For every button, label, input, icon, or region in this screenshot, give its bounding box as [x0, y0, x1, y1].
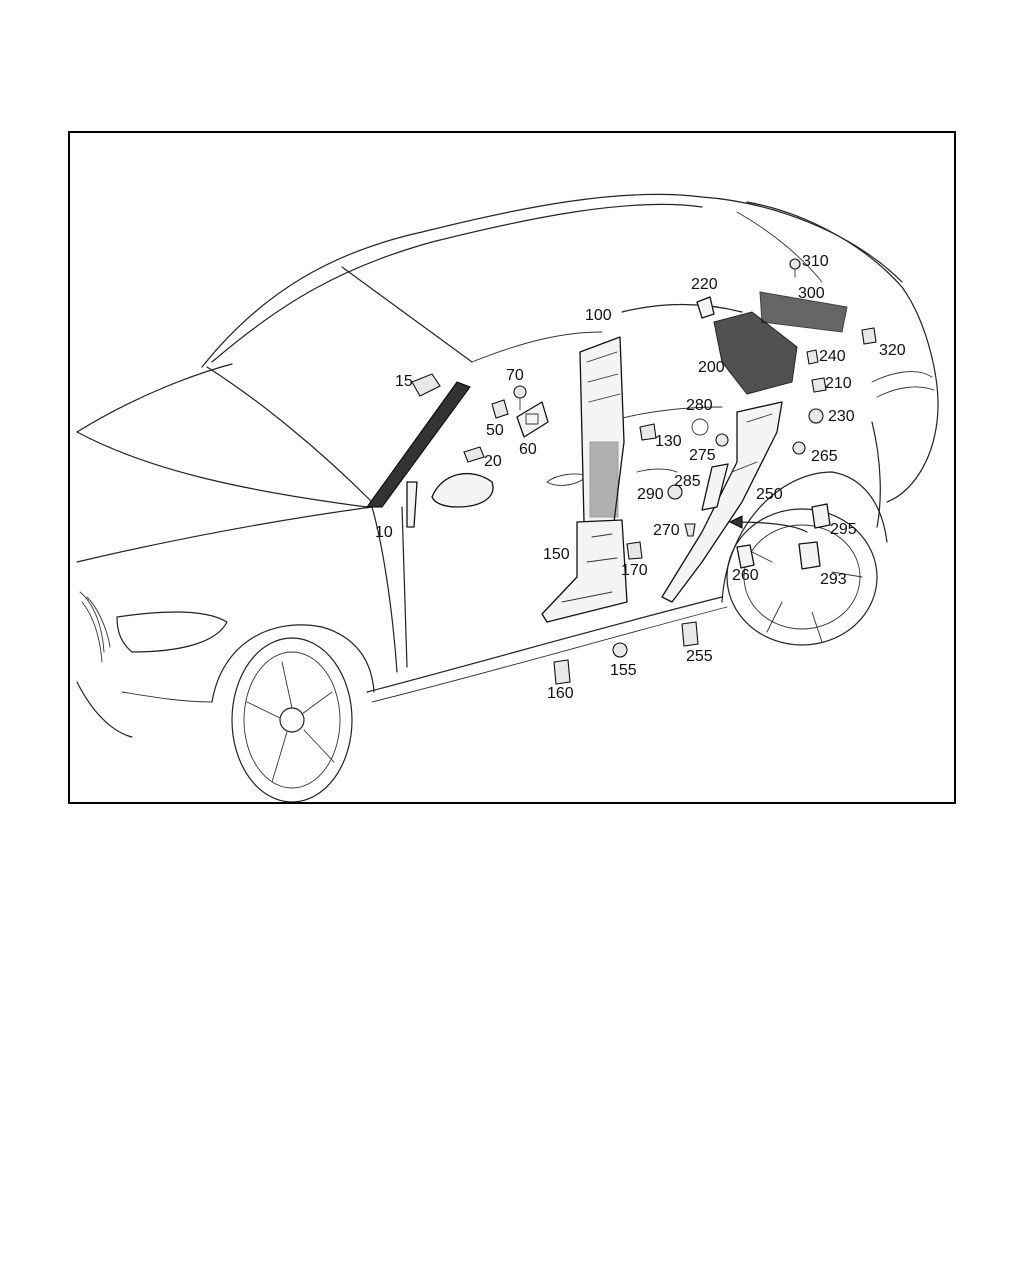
part-160: [553, 659, 571, 685]
callout-200: 200: [698, 359, 725, 376]
callout-275: 275: [689, 447, 716, 464]
parts-diagram: 10 15 20 50 60 70 100 130 150 155 160 17…: [76, 193, 939, 802]
callout-320: 320: [879, 342, 906, 359]
part-230: [808, 408, 824, 424]
callout-labels: 10 15 20 50 60 70 100 130 150 155 160 17…: [375, 253, 906, 702]
part-293: [798, 541, 821, 570]
callout-265: 265: [811, 448, 838, 465]
part-300: [759, 291, 848, 333]
callout-160: 160: [547, 685, 574, 702]
callout-15: 15: [395, 373, 413, 390]
part-275: [715, 433, 729, 447]
callout-230: 230: [828, 408, 855, 425]
part-10: [366, 381, 471, 528]
part-220: [696, 296, 715, 319]
callout-293: 293: [820, 571, 847, 588]
callout-10: 10: [375, 524, 393, 541]
callout-240: 240: [819, 348, 846, 365]
callout-70: 70: [506, 367, 524, 384]
callout-280: 280: [686, 397, 713, 414]
car-body: [76, 193, 939, 802]
part-170: [626, 541, 643, 560]
part-15: [411, 373, 441, 397]
callout-155: 155: [610, 662, 637, 679]
part-70: [513, 385, 527, 411]
part-130: [639, 423, 657, 441]
callout-270: 270: [653, 522, 680, 539]
callout-170: 170: [621, 562, 648, 579]
part-155: [612, 642, 628, 658]
part-285: [701, 463, 729, 511]
callout-255: 255: [686, 648, 713, 665]
callout-60: 60: [519, 441, 537, 458]
part-260: [736, 544, 755, 569]
callout-210: 210: [825, 375, 852, 392]
assembly-arrow: [734, 521, 808, 533]
arrowhead-icon: [728, 515, 743, 529]
diagram-frame: 10 15 20 50 60 70 100 130 150 155 160 17…: [68, 131, 956, 804]
callout-220: 220: [691, 276, 718, 293]
part-295: [811, 503, 831, 529]
part-100-bpillar: [579, 336, 625, 523]
callout-50: 50: [486, 422, 504, 439]
part-200: [713, 311, 798, 395]
callout-130: 130: [655, 433, 682, 450]
callout-290: 290: [637, 486, 664, 503]
part-290: [667, 484, 683, 500]
callout-100: 100: [585, 307, 612, 324]
callout-295: 295: [830, 521, 857, 538]
part-150: [541, 519, 628, 623]
part-210: [811, 377, 827, 393]
part-255: [681, 621, 699, 647]
part-310: [789, 258, 801, 278]
part-20: [463, 446, 485, 463]
callout-250: 250: [756, 486, 783, 503]
callout-300: 300: [798, 285, 825, 302]
part-270: [684, 523, 696, 537]
callout-285: 285: [674, 473, 701, 490]
callout-150: 150: [543, 546, 570, 563]
part-280: [691, 418, 709, 436]
part-265: [792, 441, 806, 455]
callout-310: 310: [802, 253, 829, 270]
part-240: [806, 349, 819, 365]
part-320: [861, 327, 877, 345]
callout-20: 20: [484, 453, 502, 470]
part-60: [516, 401, 549, 438]
callout-260: 260: [732, 567, 759, 584]
part-50: [491, 399, 509, 419]
